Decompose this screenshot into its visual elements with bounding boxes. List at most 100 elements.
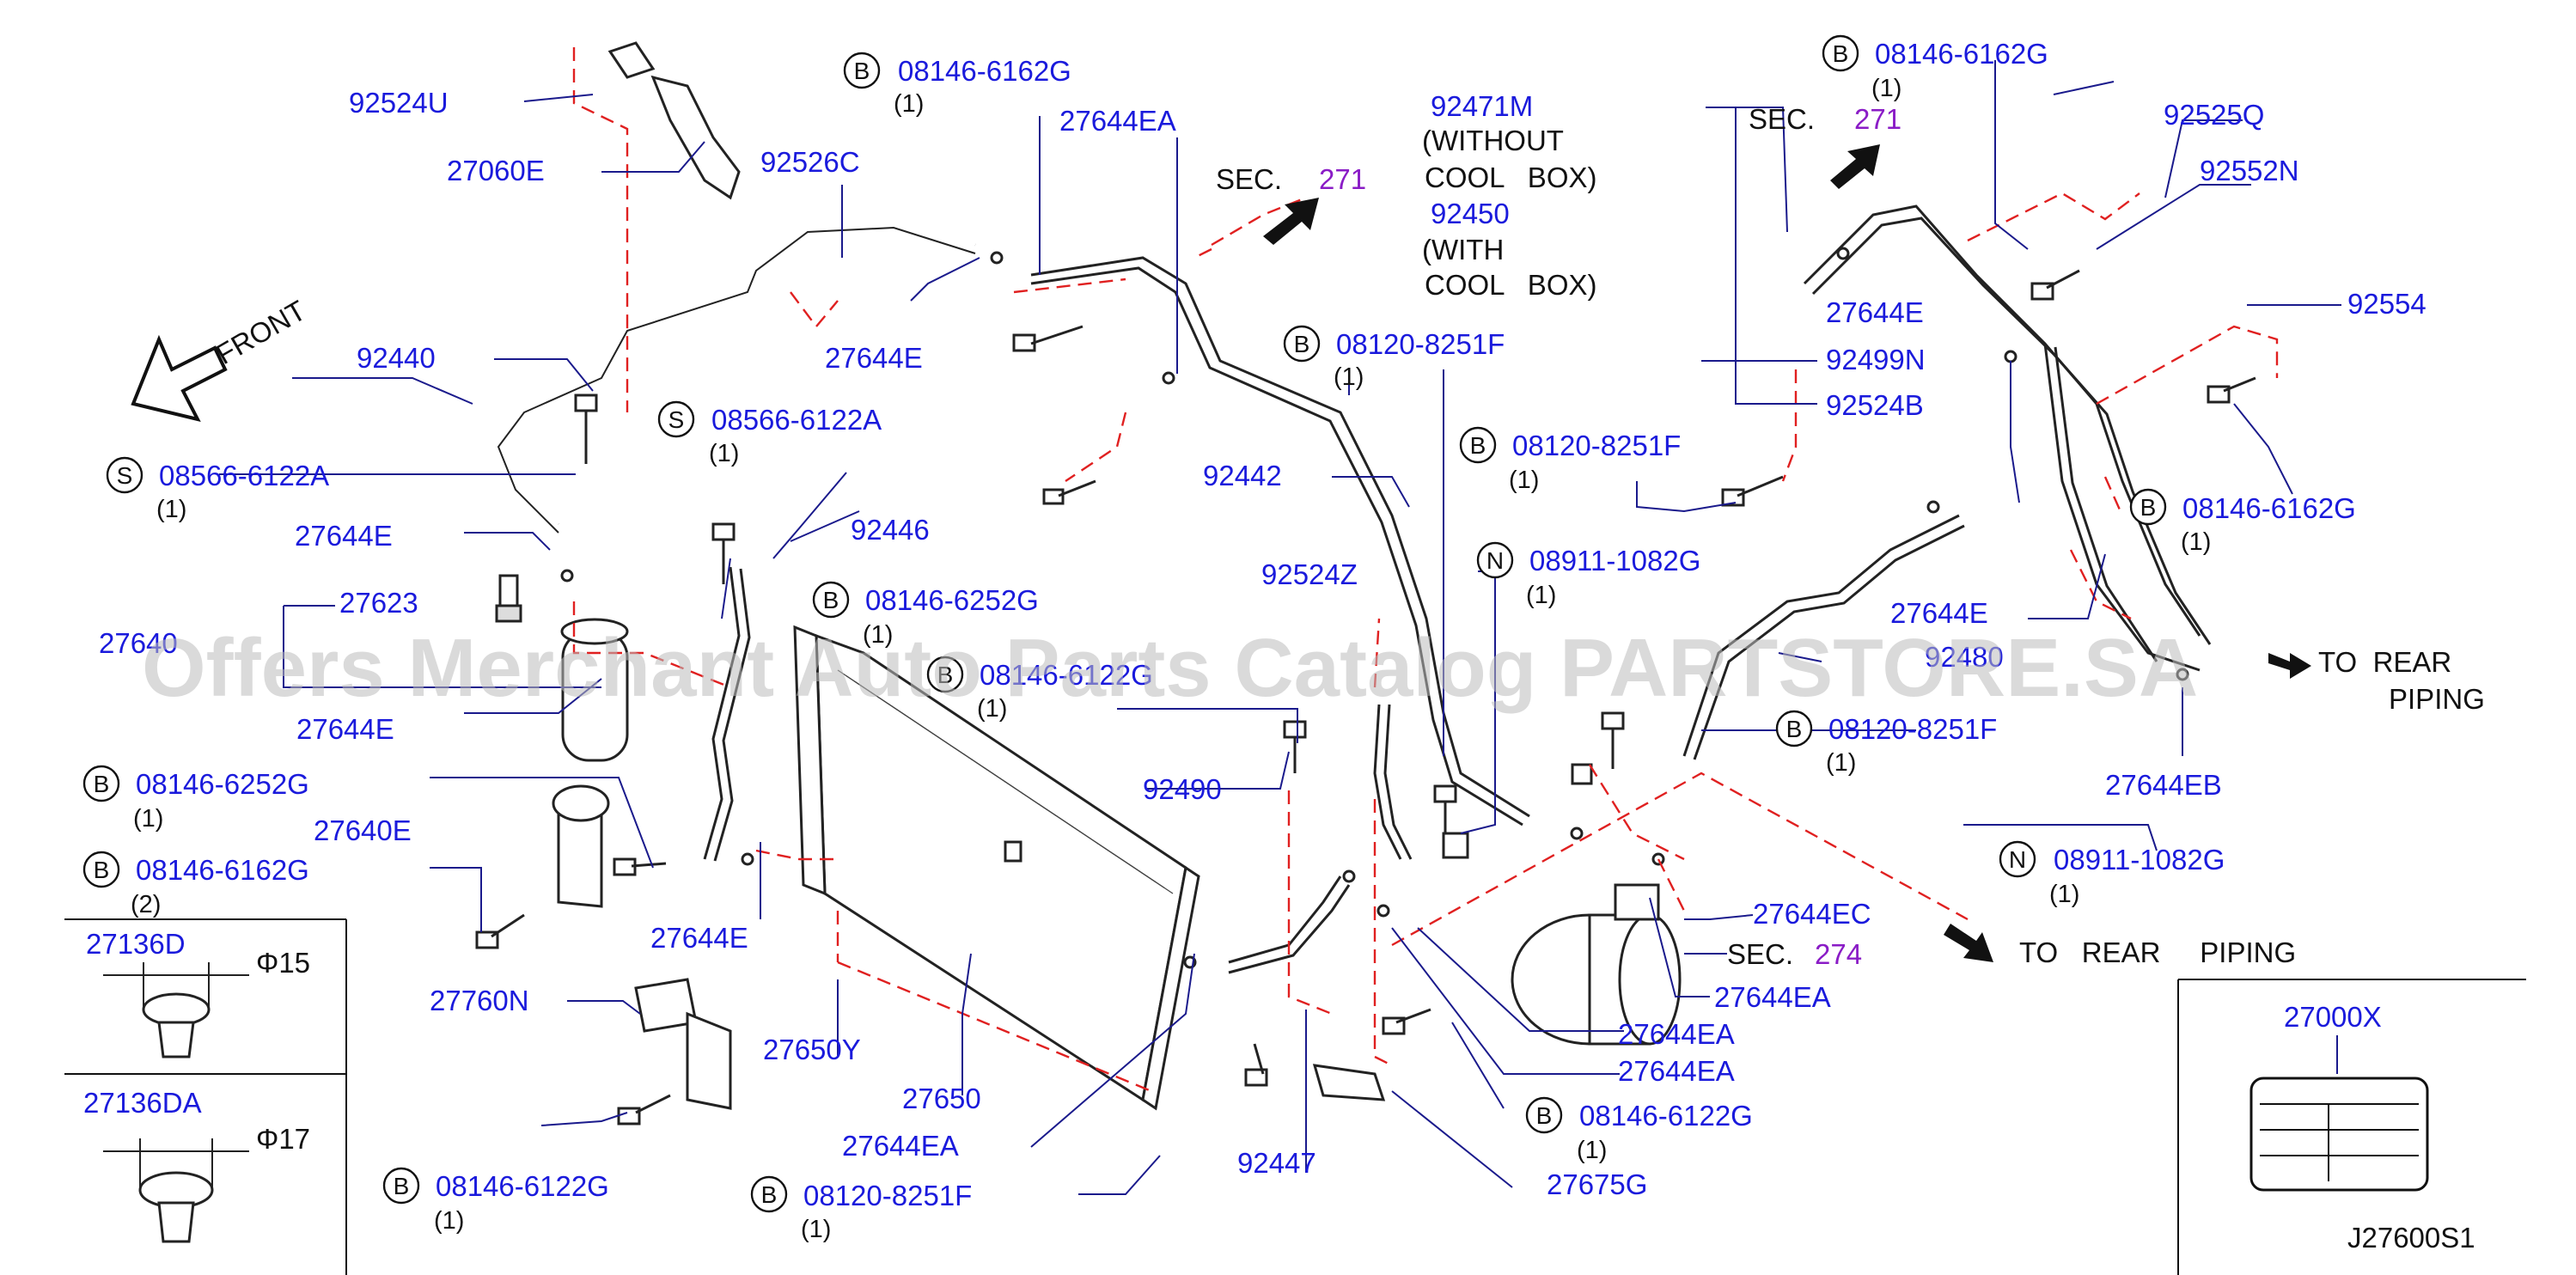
svg-text:B: B [1536,1102,1553,1129]
callout-qty: (1) [2181,528,2211,556]
callout-part: 08120-8251F [1336,328,1505,360]
callout-qty: (1) [156,496,186,523]
callout-part: 92524Z [1261,558,1358,590]
callout-note: (WITH [1422,234,1504,265]
callout-part: 92526C [760,146,860,178]
rear-piping-label: TO REAR [2318,646,2451,678]
callout-part: 08120-8251F [803,1180,972,1211]
svg-text:B: B [1833,40,1849,67]
rear-piping-arrow-lower [1944,924,1993,962]
sec-label: SEC. [1727,938,1793,970]
svg-text:S: S [117,462,133,489]
sec-number: 274 [1815,938,1862,970]
sec-271-arrow-right [1830,144,1880,189]
callout-part: 08146-6162G [1875,38,2048,70]
callout-qty: (1) [133,805,163,833]
svg-text:B: B [2140,494,2157,521]
bracket-27675G [1312,1064,1386,1101]
sec-number: 271 [1854,103,1901,135]
callout-part: 27650 [902,1083,981,1114]
callout-note: COOL BOX) [1425,269,1596,301]
callout-part: 27644EA [842,1130,959,1162]
callout-part: 08146-6252G [136,768,309,800]
callout-part: 08120-8251F [1512,430,1681,461]
callout-part: 27650Y [763,1034,861,1065]
callout-note: (WITHOUT [1422,125,1564,156]
svg-text:B: B [1786,716,1803,742]
part-labels: 92524U 27060E 92526C B 08146-6162G (1) 2… [82,34,2485,1254]
svg-text:N: N [1486,547,1504,574]
callout-part: 27623 [339,587,418,619]
callout-part: 08146-6122G [436,1170,609,1202]
callout-qty: (1) [2049,881,2079,908]
callout-part: 27640 [99,627,178,659]
callout-part: 08146-6162G [136,854,309,886]
callout-part: 08566-6122A [711,404,882,436]
clip-diameter-15: Φ15 [256,947,310,979]
svg-text:B: B [94,771,110,797]
label-27000X-box [2177,979,2526,1275]
clip-diameter-17: Φ17 [256,1123,310,1155]
callout-part: 27675G [1547,1168,1647,1200]
callout-part: 92524U [349,87,449,119]
callout-qty: (1) [977,695,1007,723]
sec-271-arrow-left [1263,198,1319,245]
bracket-27060E [607,41,741,200]
callout-part: 08146-6122G [1579,1100,1753,1132]
svg-text:B: B [823,587,839,613]
callout-part: 27136DA [83,1087,202,1119]
callout-qty: (1) [1871,75,1901,102]
condenser [793,625,1200,1111]
leader-lines [219,60,2341,1195]
callout-part: 92499N [1826,344,1926,375]
svg-text:B: B [1470,432,1486,459]
callout-part: 08146-6252G [865,584,1039,616]
callout-part: 08566-6122A [159,460,329,491]
callout-part: 27644EA [1618,1018,1735,1050]
callout-qty: (1) [1334,363,1364,391]
front-label: FRONT [211,294,311,370]
callout-part: 92471M [1431,90,1533,122]
svg-text:B: B [761,1181,778,1208]
callout-part: 27644E [296,713,394,745]
callout-part: 92480 [1925,641,2004,673]
callout-part: 92450 [1431,198,1510,229]
callout-part: 92446 [851,514,930,546]
callout-note: COOL BOX) [1425,162,1596,193]
front-arrow [131,334,228,422]
callout-part: 08120-8251F [1828,713,1997,745]
sec-label: SEC. [1749,103,1815,135]
callout-qty: (1) [1826,749,1856,777]
rear-piping-label: PIPING [2389,683,2485,715]
compressor [1511,883,1682,1046]
callout-part: 08146-6122G [980,659,1153,691]
callout-part: 27760N [430,985,529,1016]
callout-part: 92525Q [2164,99,2264,131]
svg-text:N: N [2009,846,2026,873]
callout-part: 92554 [2347,288,2426,320]
callout-part: 27136D [86,928,186,960]
svg-text:S: S [668,406,685,433]
rear-piping-label: TO REAR PIPING [2019,936,2296,968]
callout-part: 27644EB [2105,769,2222,801]
condenser-fin [1146,875,1174,894]
callout-part: 92490 [1143,773,1222,805]
callout-part: 27644E [295,520,393,552]
clip-27136DA-drawing [103,1138,249,1243]
clip-27136D-drawing [103,962,249,1058]
callout-part: 27644EA [1714,981,1831,1013]
callout-part: 27640E [314,814,412,846]
clip-legend-box [64,918,347,1275]
callout-qty: (1) [894,90,924,118]
rear-piping-arrow-upper [2268,653,2311,679]
callout-qty: (1) [863,621,893,649]
callout-part: 27000X [2284,1001,2382,1033]
svg-text:B: B [854,58,870,84]
callout-part: 92524B [1826,389,1924,421]
callout-qty: (1) [1577,1137,1607,1164]
svg-text:B: B [394,1173,410,1199]
callout-part: 27644E [1826,296,1924,328]
receiver-drier [552,618,629,908]
callout-part: 27644E [1890,597,1988,629]
callout-part: 92447 [1237,1147,1316,1179]
